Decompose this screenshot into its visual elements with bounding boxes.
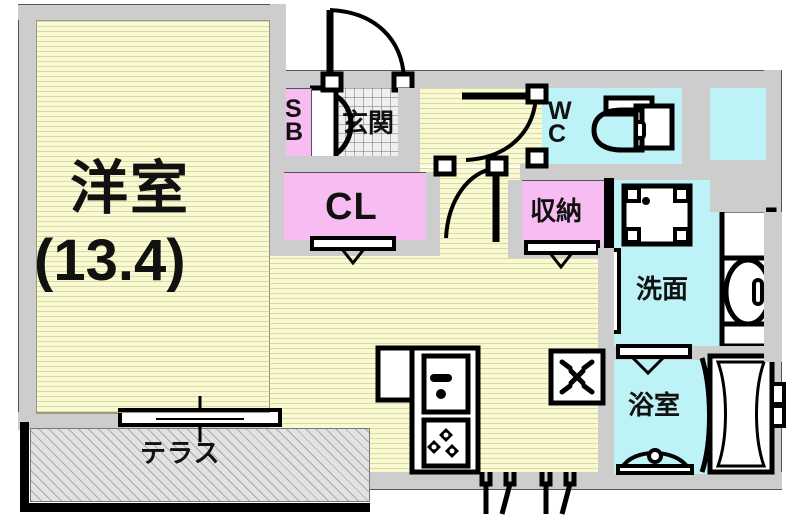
room-terrace-label: テラス (140, 438, 221, 468)
kitchen-unit (375, 345, 481, 475)
wall-closet-right (426, 172, 440, 256)
front-door-swing[interactable] (318, 2, 428, 94)
bathtub (707, 353, 786, 475)
wall-entrance-right (398, 88, 420, 158)
wall-main-right (270, 20, 286, 172)
room-washroom-label: 洗面 (636, 274, 689, 304)
wall-under-entrance (270, 156, 420, 172)
wall-storage-left (508, 180, 522, 250)
room-toilet-label: WC WC (548, 97, 572, 148)
casement-window-2[interactable] (536, 470, 580, 520)
outer-wall-top-left-line (18, 4, 286, 5)
upper-right-cyan (710, 88, 766, 164)
room-storage-label: 収納 (530, 196, 583, 226)
bathroom-door[interactable] (616, 344, 694, 376)
outer-wall-left-line (18, 4, 19, 428)
room-bathroom-label: 浴室 (628, 390, 681, 420)
washing-machine-pan (621, 183, 693, 247)
outer-wall-bottom-right (360, 472, 782, 490)
room-shoe-box-label: SB SB (285, 95, 304, 146)
wall-closet-left (270, 172, 284, 256)
terrace-frame-left (20, 422, 29, 512)
shower-head (616, 448, 694, 475)
casement-window-1[interactable] (476, 470, 520, 520)
storage-folding-door[interactable] (524, 240, 600, 270)
room-main-label: 洋室 (70, 156, 191, 221)
wall-washroom-right-notch (710, 160, 766, 212)
outer-wall-left (18, 4, 36, 428)
terrace-frame-bottom (20, 503, 370, 512)
outer-wall-top-right-line (270, 70, 782, 71)
room-main (36, 20, 270, 414)
terrace-sliding-window[interactable] (116, 396, 284, 442)
wall-line-main-bottom (36, 412, 270, 413)
wall-wet-area-left (598, 248, 614, 474)
room-main-area-label: (13.4) (34, 228, 186, 293)
entrance-step (310, 88, 334, 158)
toilet-fixture (591, 95, 675, 153)
divider-storage-washroom (604, 178, 614, 250)
ventilation-fan-icon (548, 348, 606, 406)
wc-swing-door[interactable] (432, 83, 549, 170)
wall-bath-right (764, 212, 782, 362)
corridor-upper (418, 88, 542, 166)
closet-folding-door[interactable] (310, 236, 396, 266)
outer-wall-top-left (18, 4, 286, 20)
room-closet-label: CL (325, 186, 378, 228)
room-swing-door[interactable] (432, 155, 532, 266)
